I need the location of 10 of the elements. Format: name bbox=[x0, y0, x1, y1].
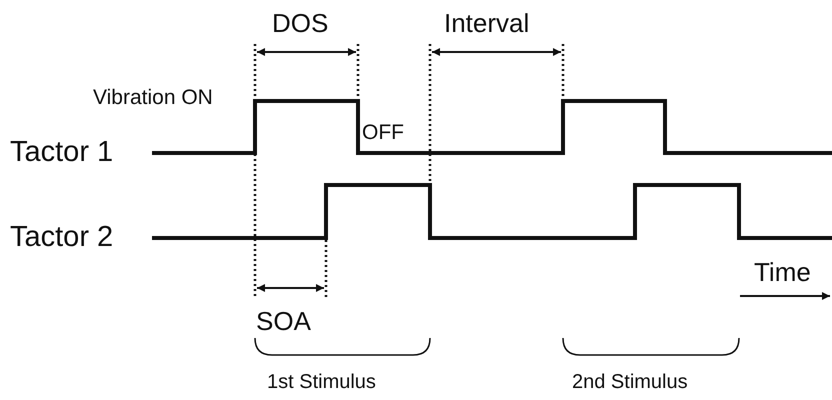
stimulus-label: 2nd Stimulus bbox=[572, 372, 688, 392]
state-label: Vibration ON bbox=[93, 87, 213, 108]
interval-label: DOS bbox=[272, 10, 328, 36]
interval-label: Interval bbox=[444, 10, 530, 36]
state-label: OFF bbox=[362, 122, 404, 143]
axis-label: Time bbox=[754, 259, 811, 285]
channel-label: Tactor 2 bbox=[10, 223, 114, 252]
channel-label: Tactor 1 bbox=[10, 138, 114, 167]
interval-label: SOA bbox=[256, 308, 311, 334]
stimulus-label: 1st Stimulus bbox=[267, 372, 376, 392]
